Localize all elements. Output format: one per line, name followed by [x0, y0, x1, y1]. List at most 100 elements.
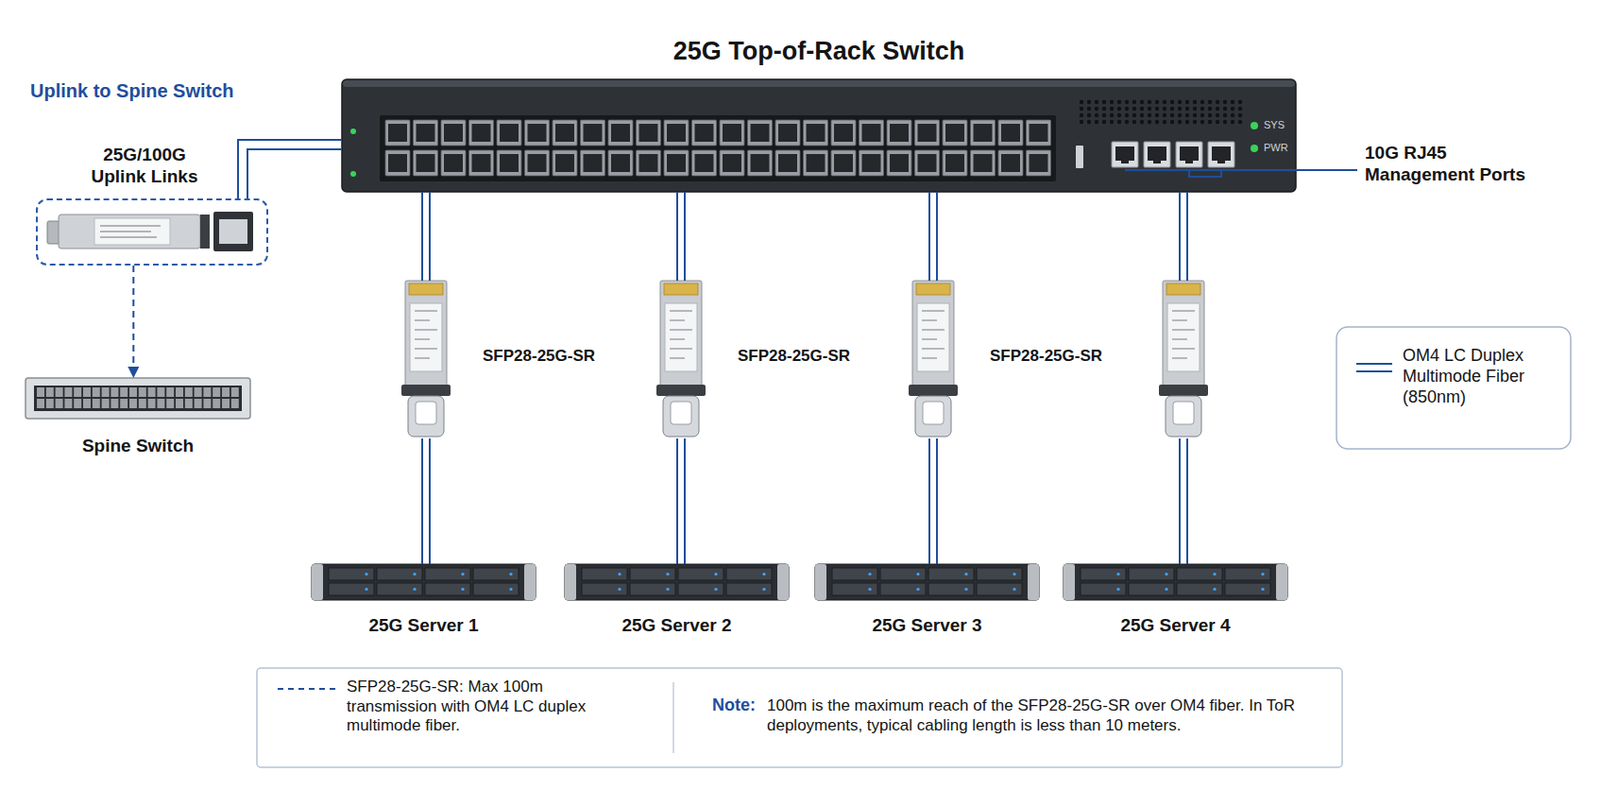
spine-port	[46, 387, 54, 397]
sfp-port-opening	[583, 153, 603, 172]
server-label: 25G Server 1	[292, 613, 555, 636]
drive-led	[1260, 572, 1264, 576]
spine-port	[92, 387, 101, 397]
sfp-port	[970, 119, 996, 146]
drive-bay	[425, 567, 471, 580]
drive-led	[364, 572, 368, 576]
drive-bay	[473, 582, 519, 596]
vent-hole	[1223, 113, 1227, 118]
sfp-label-line	[669, 338, 685, 340]
sfp-port	[775, 119, 800, 146]
sfp-port	[1026, 150, 1052, 176]
sfp-label	[409, 303, 443, 372]
sfp-port	[692, 119, 717, 146]
sfp-gold-contact	[663, 283, 698, 295]
sfp-bail-opening	[415, 401, 437, 425]
vent-hole	[1200, 106, 1205, 111]
sfp-port	[748, 119, 773, 146]
node-illustration	[1063, 563, 1288, 600]
usb-port	[1075, 145, 1084, 169]
spine-port	[110, 398, 119, 409]
sfp-label-line	[921, 347, 945, 349]
sfp-port-opening	[611, 153, 630, 172]
sfp-port	[385, 119, 410, 146]
sfp-port	[915, 150, 940, 176]
node-illustration	[37, 200, 267, 264]
server-node: 25G Server 2	[564, 563, 789, 600]
sfp-port-opening	[918, 123, 937, 142]
vent-hole	[1109, 113, 1114, 118]
sfp-bail	[915, 395, 952, 437]
sfp-port-opening	[611, 123, 630, 142]
sfp-port-opening	[778, 153, 798, 172]
vent-hole	[1215, 119, 1220, 124]
spine-port-bay	[34, 385, 242, 411]
drive-bay	[328, 567, 375, 580]
server-label: 25G Server 4	[1044, 613, 1307, 636]
vent-hole	[1094, 100, 1099, 104]
vent-hole	[1238, 100, 1243, 104]
spine-port	[102, 387, 110, 397]
sfp-label-line	[669, 347, 693, 349]
led-label: PWR	[1263, 141, 1296, 154]
note-frame	[256, 667, 1343, 767]
drive-led	[1116, 587, 1120, 591]
sfp-label-line	[669, 309, 693, 311]
vent-hole	[1117, 100, 1122, 104]
sfp-label-line	[921, 357, 937, 358]
sfp-port-opening	[472, 123, 492, 142]
drive-bay	[880, 567, 926, 580]
spine-port	[138, 387, 147, 397]
sfp-label-line	[414, 347, 438, 349]
sfp-port	[775, 150, 800, 176]
rj45-tab	[1153, 158, 1161, 164]
drive-bay	[376, 567, 423, 580]
fiber-link	[238, 139, 342, 199]
sfp-label-line	[414, 319, 430, 321]
legend-frame	[1336, 326, 1571, 449]
server-node: 25G Server 4	[1063, 563, 1288, 600]
sfp-port-opening	[750, 153, 770, 172]
sfp-port-opening	[722, 153, 742, 172]
drive-led	[1212, 572, 1216, 576]
sfp-gold-contact	[1166, 283, 1201, 295]
sfp-port-opening	[472, 153, 492, 172]
sfp-port	[803, 150, 829, 176]
spine-port	[175, 387, 184, 397]
drive-bay	[328, 582, 375, 596]
sfp-port	[580, 150, 606, 176]
node-illustration	[341, 79, 1296, 192]
spine-port	[55, 398, 64, 409]
sfp-port	[663, 150, 689, 176]
spine-port	[73, 387, 82, 397]
module-band	[200, 214, 210, 249]
vent-hole	[1223, 106, 1227, 111]
status-led	[350, 128, 357, 135]
vent-hole	[1215, 106, 1220, 111]
spine-port	[231, 387, 239, 397]
sfp-label-line	[921, 319, 937, 321]
sfp-body	[405, 280, 447, 392]
module-label-line	[100, 236, 157, 239]
spine-port	[148, 387, 156, 397]
sfp-bail-opening	[1173, 401, 1194, 425]
fiber-link	[1179, 191, 1188, 281]
switch-bevel	[342, 80, 1295, 87]
note-divider	[672, 681, 675, 753]
sfp-body	[660, 280, 702, 392]
fiber-link	[422, 438, 430, 564]
drive-led	[617, 572, 621, 576]
vent-hole	[1192, 100, 1197, 104]
drive-led	[964, 587, 968, 591]
sfp-port-opening	[806, 153, 826, 172]
vent-hole	[1124, 119, 1129, 124]
rj45-port	[1111, 141, 1139, 168]
node-illustration	[1149, 280, 1218, 439]
drive-led	[868, 572, 871, 576]
sfp-bail	[1165, 395, 1202, 437]
sfp-port-opening	[639, 123, 659, 142]
sfp-port	[608, 150, 633, 176]
uplink-label: 25G/100G Uplink Links	[83, 143, 206, 188]
sfp-port	[748, 150, 773, 176]
vent-hole	[1102, 113, 1107, 118]
